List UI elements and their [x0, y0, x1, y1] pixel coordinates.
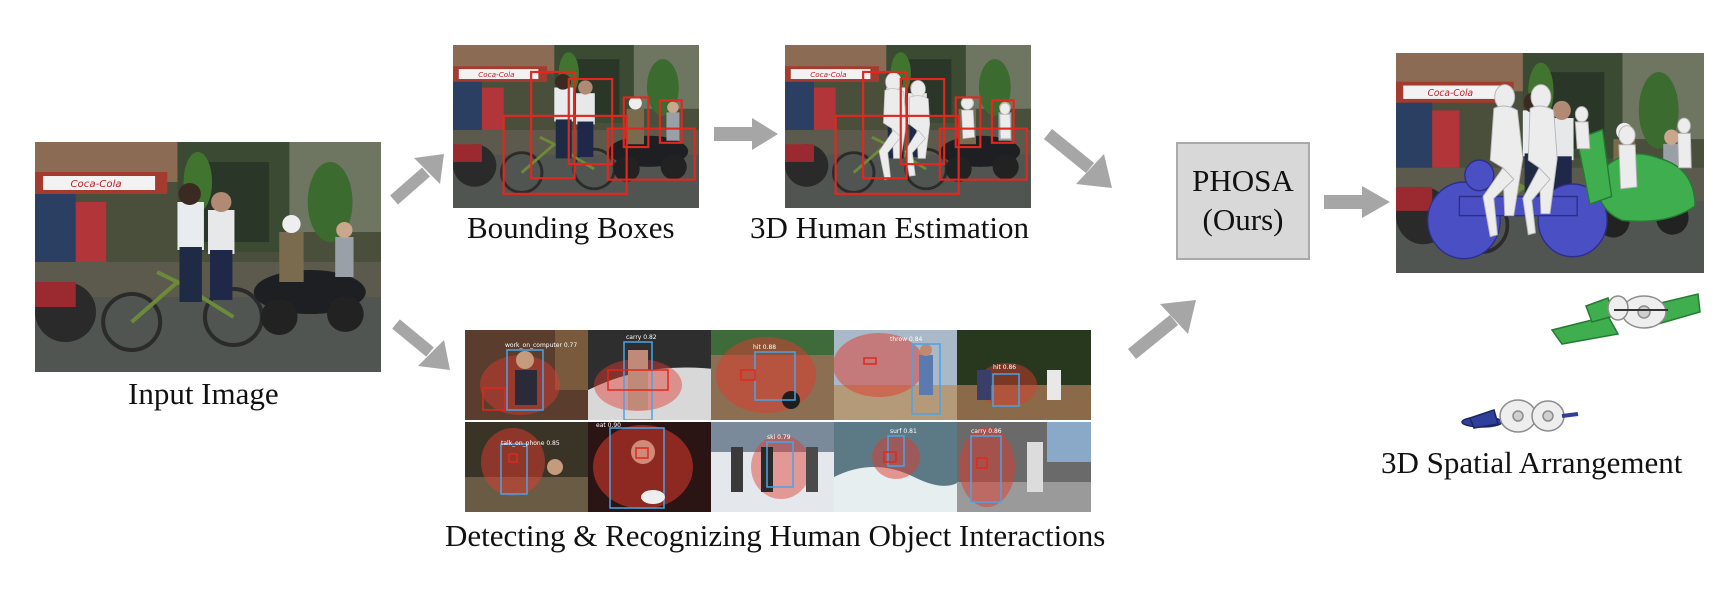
hoi-label: carry 0.86: [971, 428, 1002, 435]
phosa-subtitle: (Ours): [1202, 202, 1284, 237]
bounding-boxes-caption: Bounding Boxes: [467, 210, 675, 245]
hoi-label: carry 0.82: [626, 334, 657, 341]
arrow-to-hoi: [392, 319, 450, 370]
hoi-caption: Detecting & Recognizing Human Object Int…: [445, 518, 1106, 553]
hoi-label: eat 0.90: [596, 422, 621, 429]
human-estimation-image: [785, 45, 1031, 208]
hoi-label: hit 0.86: [993, 364, 1017, 371]
hoi-label: work_on_computer 0.77: [505, 342, 578, 349]
arrow-human-to-phosa: [1043, 128, 1112, 188]
hoi-thumbnail: eat 0.90: [588, 422, 722, 512]
hoi-thumbnail: hit 0.86: [957, 330, 1091, 420]
hoi-label: surf 0.81: [890, 428, 917, 435]
hoi-thumbnail: talk_on_phone 0.85: [465, 422, 599, 512]
hoi-thumbnail: work_on_computer 0.77: [465, 330, 599, 420]
phosa-title: PHOSA: [1192, 163, 1294, 199]
bbox-person: [622, 96, 650, 149]
hoi-thumbnail: hit 0.88: [711, 330, 845, 420]
phosa-box: PHOSA (Ours): [1176, 142, 1310, 260]
input-image: [35, 142, 381, 372]
arrangement-view-blue: [1461, 399, 1579, 433]
bbox-motorcycle: [606, 127, 696, 181]
bbox-person: [567, 77, 614, 166]
arrangement-view-green: [1550, 293, 1701, 345]
human-estimation-caption: 3D Human Estimation: [750, 210, 1029, 245]
input-image-caption: Input Image: [128, 376, 279, 411]
bbox-person: [658, 99, 683, 144]
hoi-thumbnail: ski 0.79: [711, 422, 845, 512]
arrow-hoi-to-phosa: [1127, 300, 1196, 360]
output-3d-image: [1396, 53, 1704, 273]
hoi-thumbnail: surf 0.81: [834, 422, 968, 512]
hoi-grid: work_on_computer 0.77 carry 0.82 hit 0.8…: [465, 330, 1111, 512]
arrow-to-bounding-boxes: [390, 154, 444, 205]
spatial-arrangement-caption: 3D Spatial Arrangement: [1381, 445, 1683, 480]
hoi-label: throw 0.84: [890, 336, 923, 343]
hoi-label: ski 0.79: [767, 434, 791, 441]
hoi-label: hit 0.88: [753, 344, 777, 351]
bbox-bicycle: [502, 114, 628, 195]
hoi-thumbnail: carry 0.82: [588, 330, 722, 420]
hoi-label: talk_on_phone 0.85: [501, 440, 560, 447]
arrow-to-human-estimation: [714, 118, 778, 150]
bounding-boxes-image: [453, 45, 699, 208]
hoi-thumbnail: throw 0.84: [834, 330, 968, 420]
arrow-phosa-to-output: [1324, 186, 1390, 218]
bbox-person: [530, 70, 576, 180]
hoi-thumbnail: carry 0.86: [957, 422, 1091, 512]
